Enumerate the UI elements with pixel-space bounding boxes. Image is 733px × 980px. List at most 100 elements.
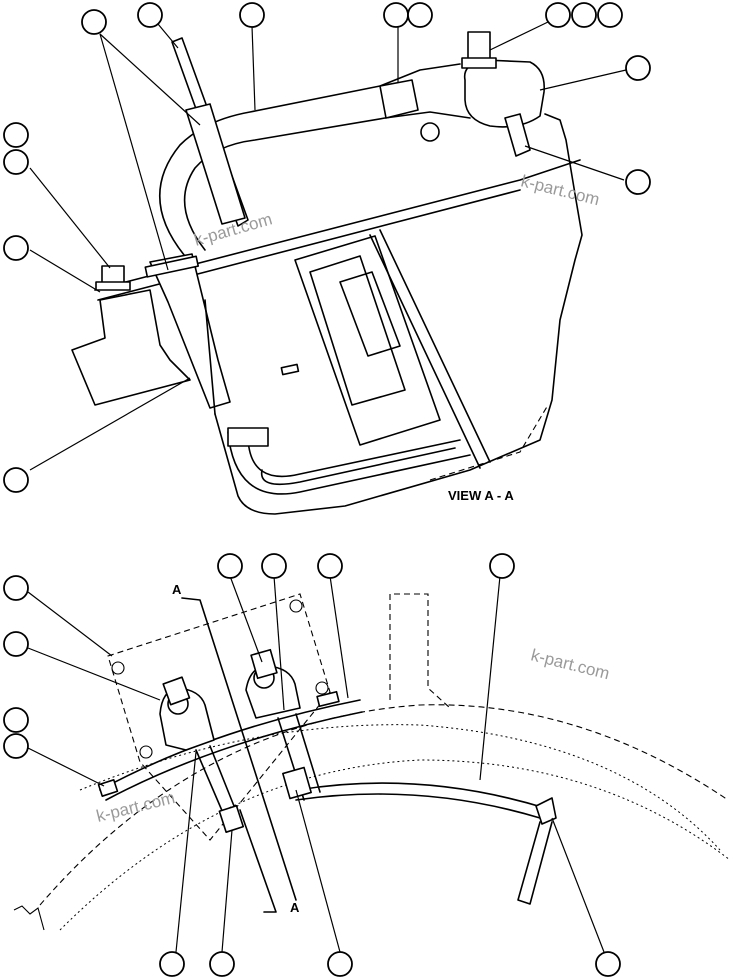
leader bbox=[221, 829, 233, 953]
plate-clip bbox=[144, 255, 200, 278]
leader bbox=[229, 575, 263, 663]
bolt-small bbox=[316, 690, 340, 708]
mount-hole bbox=[315, 681, 329, 695]
section-label-bottom: A bbox=[290, 900, 300, 915]
leader bbox=[551, 817, 605, 953]
callout-bubble[interactable] bbox=[383, 2, 409, 28]
fitting-right bbox=[535, 797, 557, 825]
clamp-nut-left bbox=[162, 676, 191, 706]
leader bbox=[329, 575, 349, 699]
hidden-arc-inner bbox=[79, 724, 721, 851]
bracket-left bbox=[71, 289, 191, 406]
leader bbox=[29, 249, 101, 293]
callout-bubble[interactable] bbox=[317, 553, 343, 579]
bottom-callouts bbox=[3, 553, 621, 977]
bottom-assembly bbox=[13, 593, 731, 931]
break-line bbox=[13, 905, 45, 931]
tower-outline bbox=[389, 593, 451, 709]
hidden-arc-outer bbox=[39, 704, 729, 906]
inner-frame-panel bbox=[309, 255, 406, 406]
mount-hole bbox=[139, 745, 153, 759]
section-line-parallel bbox=[239, 809, 277, 913]
callout-bubble[interactable] bbox=[209, 951, 235, 977]
leader bbox=[157, 23, 179, 49]
callout-bubble[interactable] bbox=[81, 9, 107, 35]
guide-arc-lower bbox=[105, 711, 363, 801]
leader bbox=[489, 21, 549, 51]
pipe-right bbox=[517, 821, 553, 905]
mount-hole bbox=[111, 661, 125, 675]
section-label-top: A bbox=[172, 582, 182, 597]
rod-sleeve bbox=[185, 103, 246, 225]
lower-tube-inner bbox=[260, 447, 456, 486]
callout-bubble[interactable] bbox=[3, 122, 29, 148]
mount-edge-left bbox=[204, 299, 216, 415]
duct-clamp bbox=[379, 79, 419, 119]
leader bbox=[99, 33, 201, 126]
callout-bubble[interactable] bbox=[625, 55, 651, 81]
callout-bubble[interactable] bbox=[545, 2, 571, 28]
guide-arc-upper bbox=[99, 699, 361, 791]
leader bbox=[539, 69, 627, 91]
top-callouts bbox=[3, 2, 651, 493]
strap-right bbox=[295, 782, 546, 819]
leader bbox=[29, 167, 111, 269]
leader bbox=[27, 747, 105, 787]
callout-bubble[interactable] bbox=[217, 553, 243, 579]
callout-bubble[interactable] bbox=[3, 575, 29, 601]
leader bbox=[479, 575, 501, 781]
callout-bubble[interactable] bbox=[489, 553, 515, 579]
rod-end-a bbox=[218, 804, 245, 833]
hidden-arc-mid bbox=[59, 759, 731, 931]
bolt-washer-top bbox=[461, 57, 497, 69]
callout-bubble[interactable] bbox=[137, 2, 163, 28]
end-block bbox=[463, 59, 546, 128]
bolt-head-top bbox=[467, 31, 491, 61]
leader bbox=[295, 789, 341, 953]
view-label: VIEW A - A bbox=[448, 488, 514, 503]
slot bbox=[280, 363, 300, 376]
callout-bubble[interactable] bbox=[407, 2, 433, 28]
watermark: k-part.com bbox=[529, 645, 612, 683]
strap-diagonal bbox=[369, 229, 491, 469]
section-line bbox=[181, 597, 297, 901]
callout-bubble[interactable] bbox=[159, 951, 185, 977]
callout-bubble[interactable] bbox=[3, 235, 29, 261]
mounting-plate-top-edge bbox=[94, 159, 581, 291]
cap-screw bbox=[504, 113, 531, 157]
callout-bubble[interactable] bbox=[571, 2, 597, 28]
view-a-a-assembly bbox=[71, 31, 583, 515]
inner-frame-panel-b bbox=[339, 271, 401, 357]
callout-bubble[interactable] bbox=[595, 951, 621, 977]
housing-outline bbox=[214, 113, 583, 515]
callout-bubble[interactable] bbox=[3, 733, 29, 759]
callout-bubble[interactable] bbox=[239, 2, 265, 28]
leader bbox=[175, 751, 197, 953]
mount-hole bbox=[289, 599, 303, 613]
housing-hidden-line bbox=[429, 404, 549, 481]
rod-a bbox=[195, 745, 239, 821]
rod-end-b bbox=[282, 766, 312, 800]
callout-bubble[interactable] bbox=[597, 2, 623, 28]
mount-hole bbox=[420, 122, 440, 142]
callout-bubble[interactable] bbox=[3, 149, 29, 175]
leader bbox=[29, 377, 191, 471]
duct-hose-inner bbox=[183, 111, 471, 251]
callout-bubble[interactable] bbox=[327, 951, 353, 977]
callout-bubble[interactable] bbox=[3, 707, 29, 733]
clamp-nut-right bbox=[250, 648, 278, 680]
callout-bubble[interactable] bbox=[3, 631, 29, 657]
callout-bubble[interactable] bbox=[3, 467, 29, 493]
duct-hose-outer bbox=[159, 63, 461, 263]
inner-frame bbox=[294, 235, 441, 446]
leader bbox=[99, 33, 169, 271]
leader bbox=[27, 647, 161, 701]
bolt-bottom-left bbox=[97, 779, 119, 797]
callout-bubble[interactable] bbox=[261, 553, 287, 579]
leader bbox=[524, 145, 625, 181]
callout-bubble[interactable] bbox=[625, 169, 651, 195]
lower-tube bbox=[227, 431, 471, 495]
washer-left bbox=[95, 281, 131, 291]
tube-bracket bbox=[227, 427, 269, 447]
